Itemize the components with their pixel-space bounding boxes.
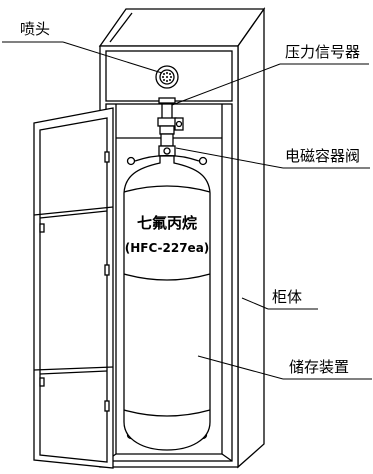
label-cabinet: 柜体 bbox=[272, 288, 302, 306]
nozzle-icon bbox=[155, 65, 179, 89]
pipe-and-valve-assembly bbox=[157, 97, 184, 157]
label-solenoid-valve: 电磁容器阀 bbox=[285, 147, 360, 165]
cabinet-door bbox=[33, 107, 114, 469]
label-storage-device: 储存装置 bbox=[289, 358, 349, 376]
cylinder-agent-name: 七氟丙烷 bbox=[137, 214, 197, 232]
label-nozzle: 喷头 bbox=[20, 20, 50, 38]
leader-lines bbox=[2, 41, 372, 380]
cylinder-agent-code: (HFC-227ea) bbox=[125, 241, 210, 255]
storage-cylinder bbox=[123, 155, 211, 451]
label-pressure-signal: 压力信号器 bbox=[285, 43, 360, 61]
